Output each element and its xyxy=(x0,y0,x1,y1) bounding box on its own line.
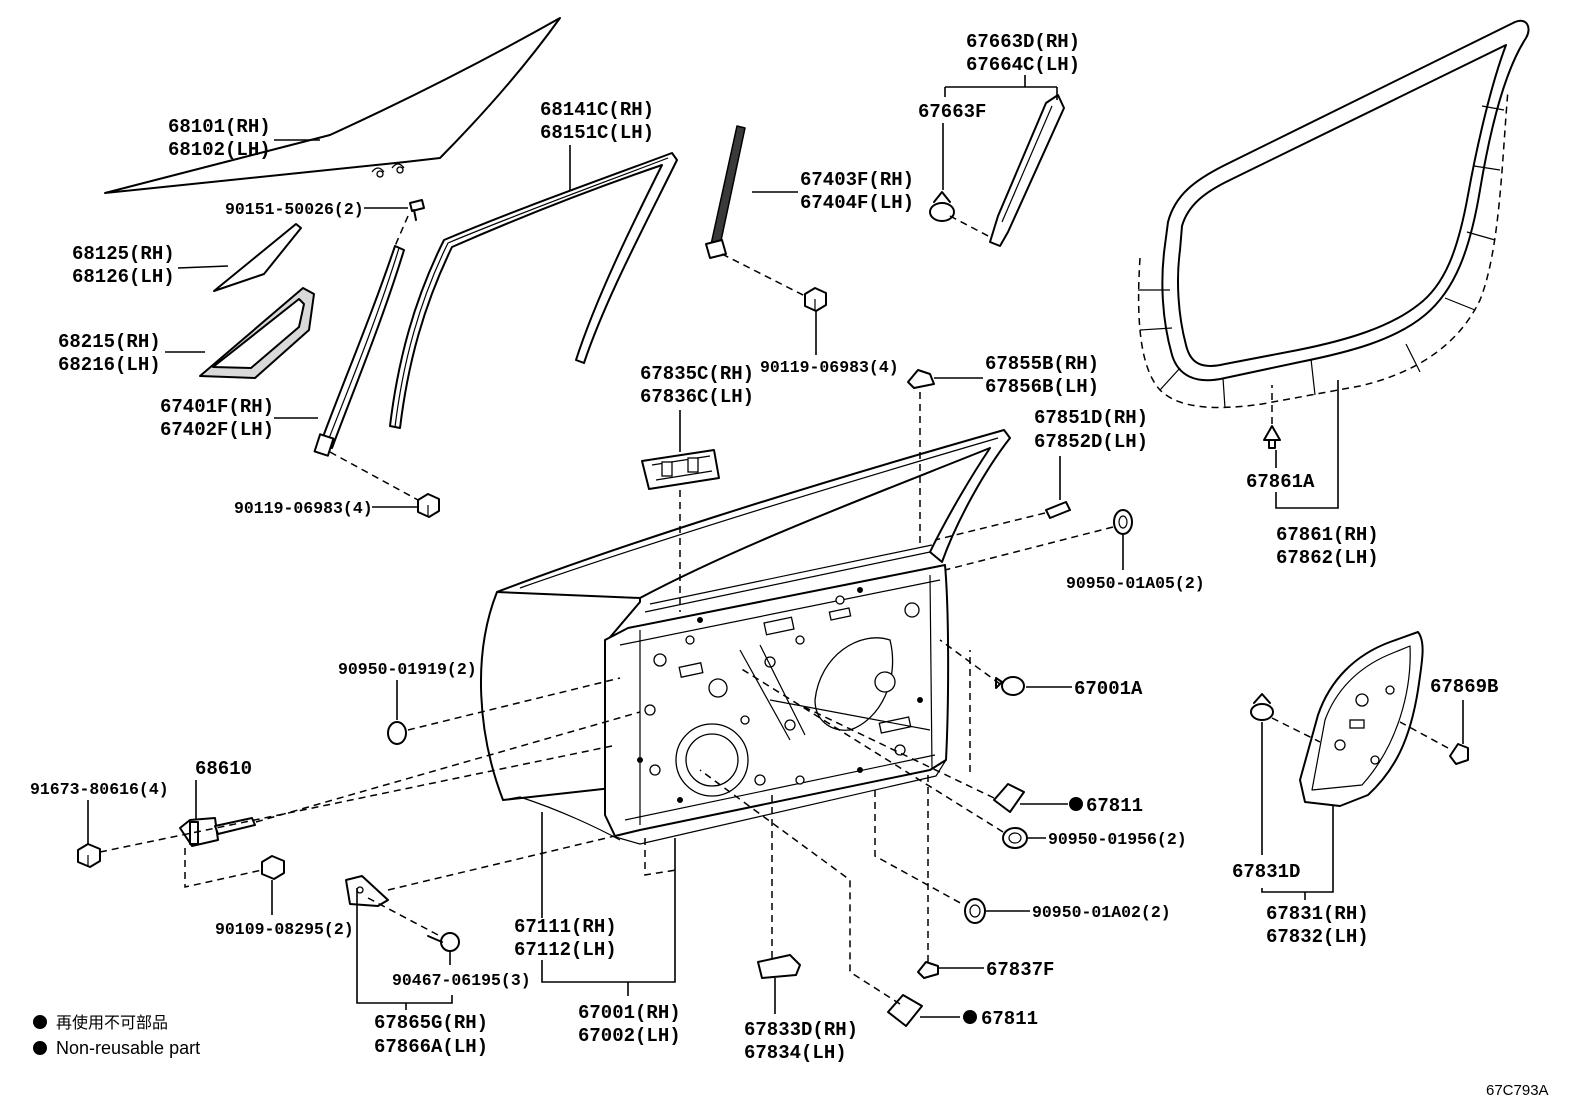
division-bar-channel xyxy=(313,245,405,457)
label-67855b-rh: 67855B(RH) xyxy=(985,353,1099,375)
tape-lower-icon xyxy=(887,994,923,1027)
label-67664c-lh: 67664C(LH) xyxy=(966,54,1080,76)
label-90151-50026: 90151-50026(2) xyxy=(225,200,364,219)
label-68610: 68610 xyxy=(195,758,252,780)
label-67002-lh: 67002(LH) xyxy=(578,1025,681,1047)
label-90119-06983-left: 90119-06983(4) xyxy=(234,499,373,518)
label-67862-lh: 67862(LH) xyxy=(1276,547,1379,569)
grommet-lower-icon xyxy=(1002,827,1028,849)
grommet-upper-icon xyxy=(1113,509,1133,535)
label-67851d-rh: 67851D(RH) xyxy=(1034,407,1148,429)
quarter-glass xyxy=(213,223,302,292)
label-67404f-lh: 67404F(LH) xyxy=(800,192,914,214)
label-67837f: 67837F xyxy=(986,959,1054,981)
glass-run-channel xyxy=(389,152,678,429)
check-bolt-icon xyxy=(77,843,101,868)
label-67401f-rh: 67401F(RH) xyxy=(160,396,274,418)
label-67663d-rh: 67663D(RH) xyxy=(966,31,1080,53)
door-inner-panel xyxy=(604,564,950,845)
garnish-clip-icon xyxy=(929,191,955,222)
handle-frame xyxy=(641,449,720,490)
label-91673-80616: 91673-80616(4) xyxy=(30,780,169,799)
cushion-clip-icon xyxy=(995,676,1025,696)
label-90950-01956: 90950-01956(2) xyxy=(1048,830,1187,849)
label-68102-lh: 68102(LH) xyxy=(168,139,271,161)
weatherstrip-clip-icon xyxy=(1263,425,1281,449)
hinge-bolt-icon xyxy=(261,855,285,880)
grommet-bottom-icon xyxy=(964,898,986,924)
label-67856b-lh: 67856B(LH) xyxy=(985,376,1099,398)
lower-bracket-icon xyxy=(345,875,389,907)
label-67111-rh: 67111(RH) xyxy=(514,916,617,938)
label-67865g-rh: 67865G(RH) xyxy=(374,1012,488,1034)
label-67835c-rh: 67835C(RH) xyxy=(640,363,754,385)
legend-text-en: Non-reusable part xyxy=(56,1038,200,1058)
frame-garnish xyxy=(989,94,1065,247)
label-67833d-rh: 67833D(RH) xyxy=(744,1019,858,1041)
non-reusable-marker xyxy=(963,1010,977,1024)
cover-clip-left-icon xyxy=(1250,693,1274,721)
quarter-glass-seal xyxy=(199,287,315,379)
figure-code: 67C793A xyxy=(1486,1082,1549,1099)
label-67811-upper: 67811 xyxy=(1086,795,1143,817)
label-68126-lh: 68126(LH) xyxy=(72,266,175,288)
front-door-glass xyxy=(104,17,561,194)
label-68216-lh: 68216(LH) xyxy=(58,354,161,376)
label-67001a: 67001A xyxy=(1074,678,1143,700)
door-weatherstrip xyxy=(1137,19,1530,409)
part-number-labels: 68101(RH) 68102(LH) 90151-50026(2) 68125… xyxy=(30,31,1498,1064)
seal-clip-icon xyxy=(907,369,935,389)
label-68141c-rh: 68141C(RH) xyxy=(540,99,654,121)
label-67832-lh: 67832(LH) xyxy=(1266,926,1369,948)
legend-marker-en xyxy=(33,1041,47,1055)
label-67836c-lh: 67836C(LH) xyxy=(640,386,754,408)
label-90109-08295: 90109-08295(2) xyxy=(215,920,354,939)
label-90467-06195: 90467-06195(3) xyxy=(392,971,531,990)
label-68215-rh: 68215(RH) xyxy=(58,331,161,353)
cover-clip-right-icon xyxy=(1449,743,1469,765)
label-67112-lh: 67112(LH) xyxy=(514,939,617,961)
label-68125-rh: 68125(RH) xyxy=(72,243,175,265)
label-68101-rh: 68101(RH) xyxy=(168,116,271,138)
label-67831d: 67831D xyxy=(1232,861,1300,883)
label-67831-rh: 67831(RH) xyxy=(1266,903,1369,925)
label-90950-01a02: 90950-01A02(2) xyxy=(1032,903,1171,922)
label-90950-01919: 90950-01919(2) xyxy=(338,660,477,679)
label-67866a-lh: 67866A(LH) xyxy=(374,1036,488,1058)
tape-upper-icon xyxy=(993,783,1025,813)
legend: 再使用不可部品 Non-reusable part xyxy=(33,1014,200,1058)
service-hole-cover xyxy=(1299,631,1424,807)
rear-sash-bolt-icon xyxy=(804,287,827,312)
leader-lines xyxy=(87,75,1464,1018)
dashed-assembly-lines xyxy=(99,215,1449,1005)
label-67663f: 67663F xyxy=(918,101,986,123)
label-67852d-lh: 67852D(LH) xyxy=(1034,431,1148,453)
non-reusable-marker xyxy=(1069,797,1083,811)
door-inner-panel-holes xyxy=(637,587,931,803)
rear-sash-channel xyxy=(705,125,746,259)
label-67834-lh: 67834(LH) xyxy=(744,1042,847,1064)
label-67811-lower: 67811 xyxy=(981,1008,1038,1030)
label-68151c-lh: 68151C(LH) xyxy=(540,122,654,144)
label-67861-rh: 67861(RH) xyxy=(1276,524,1379,546)
bracket-bolt-icon xyxy=(427,932,460,952)
label-67402f-lh: 67402F(LH) xyxy=(160,419,274,441)
door-sash-frame xyxy=(496,429,1011,613)
frame-seal-part xyxy=(1045,501,1071,519)
glass-clip-bolt xyxy=(409,199,425,221)
legend-text-ja: 再使用不可部品 xyxy=(56,1014,168,1032)
label-90950-01a05: 90950-01A05(2) xyxy=(1066,574,1205,593)
lower-clip-icon xyxy=(917,961,939,979)
label-67001-rh: 67001(RH) xyxy=(578,1002,681,1024)
label-67403f-rh: 67403F(RH) xyxy=(800,169,914,191)
label-67869b: 67869B xyxy=(1430,676,1498,698)
grommet-left-icon xyxy=(387,721,407,745)
bottom-seal-icon xyxy=(757,954,801,979)
division-bar-bolt-icon xyxy=(417,493,440,518)
label-67861a: 67861A xyxy=(1246,471,1315,493)
legend-marker-ja xyxy=(33,1015,47,1029)
label-90119-06983-right: 90119-06983(4) xyxy=(760,358,899,377)
